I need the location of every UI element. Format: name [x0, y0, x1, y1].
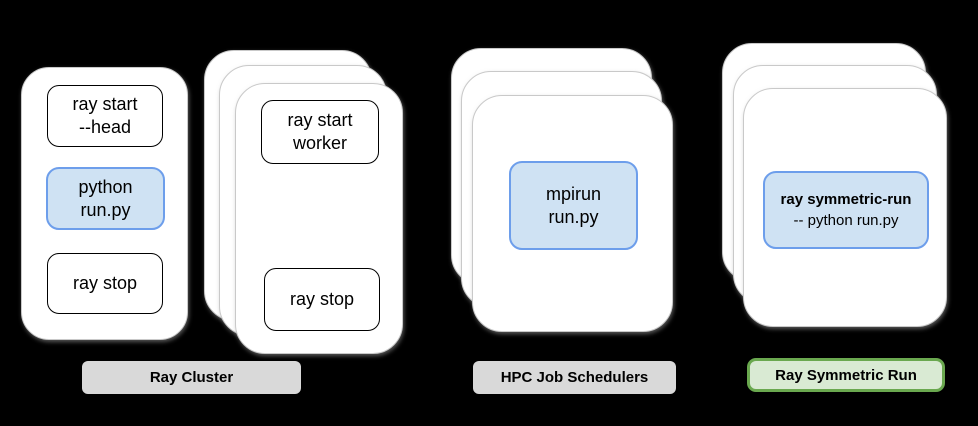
badge-ray-symmetric-run: Ray Symmetric Run	[747, 358, 945, 392]
cmd-text-line: --head	[78, 117, 132, 137]
cmd-text-line: mpirun	[545, 183, 602, 204]
cmd-text-line: ray start	[72, 94, 138, 114]
worker-front-card: ray start worker ray stop	[235, 83, 403, 354]
cmd-text-line: run.py	[548, 206, 599, 227]
cmd-text-line: ray stop	[72, 273, 138, 293]
symmetric-front-card: ray symmetric-run -- python run.py	[743, 88, 947, 327]
hpc-front-card: mpirun run.py	[472, 95, 673, 332]
cmd-box-python-run: python run.py	[46, 167, 165, 230]
cmd-text-line: worker	[292, 133, 347, 153]
cmd-text-line: run.py	[80, 199, 131, 220]
cmd-text-line: -- python run.py	[793, 212, 899, 229]
head-node-card: ray start --head python run.py ray stop	[21, 67, 188, 340]
cmd-box-ray-symmetric-run: ray symmetric-run -- python run.py	[763, 171, 929, 249]
badge-hpc-job-schedulers: HPC Job Schedulers	[473, 361, 676, 394]
cmd-text-line: python	[78, 176, 133, 197]
cmd-text-line: ray stop	[289, 289, 355, 309]
cmd-box-ray-stop-head: ray stop	[47, 253, 163, 314]
badge-ray-cluster: Ray Cluster	[82, 361, 301, 394]
cmd-text-line: ray start	[287, 110, 353, 130]
cmd-box-ray-stop-worker: ray stop	[264, 268, 380, 331]
cmd-box-mpirun: mpirun run.py	[509, 161, 638, 250]
cmd-box-ray-start-worker: ray start worker	[261, 100, 379, 164]
cmd-box-ray-start-head: ray start --head	[47, 85, 163, 147]
cmd-text-line: ray symmetric-run	[780, 191, 912, 208]
